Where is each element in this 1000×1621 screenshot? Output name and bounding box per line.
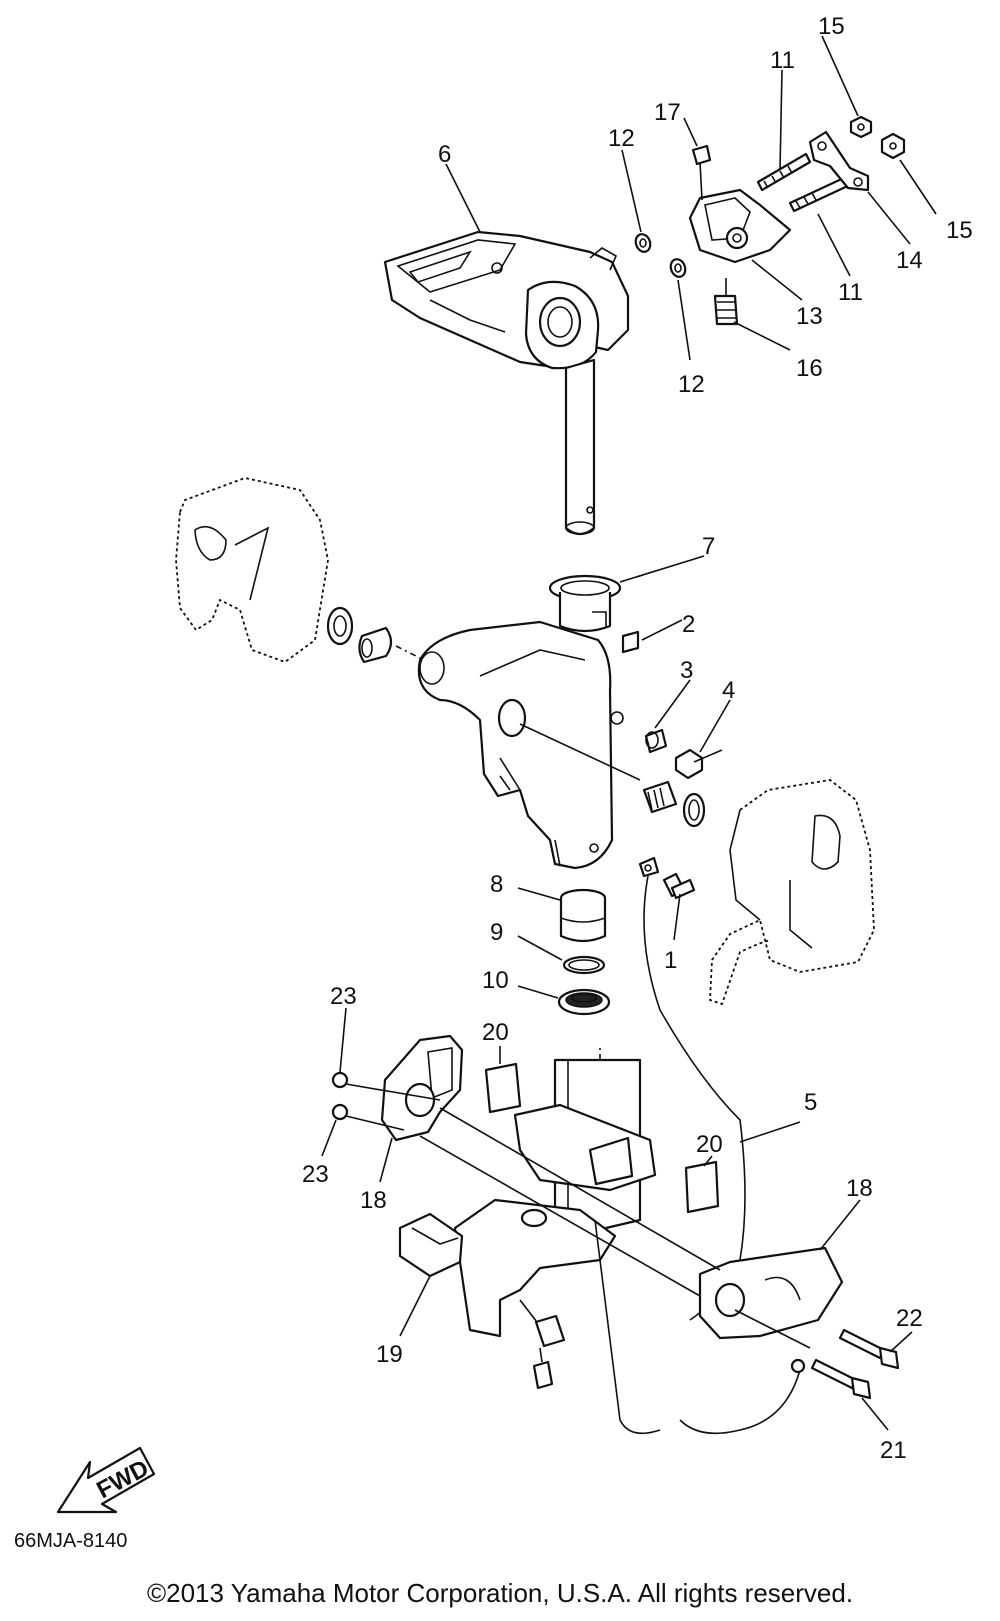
- top-hardware-group: [634, 115, 906, 326]
- callout-18a: 18: [360, 1187, 387, 1214]
- callout-19: 19: [376, 1341, 403, 1368]
- callout-13: 13: [796, 303, 823, 330]
- callout-9: 9: [490, 919, 503, 946]
- clamp-bracket-right-ghost: [709, 779, 875, 1006]
- callout-20b: 20: [696, 1131, 723, 1158]
- callout-21: 21: [880, 1437, 907, 1464]
- callout-11b: 11: [838, 279, 863, 306]
- callout-8: 8: [490, 871, 503, 898]
- bolt-group: [642, 728, 723, 828]
- callout-12a: 12: [608, 125, 635, 152]
- callout-14: 14: [896, 247, 923, 274]
- callout-15b: 15: [946, 217, 973, 244]
- callout-12b: 12: [678, 371, 705, 398]
- swivel-bracket-part: [417, 620, 641, 870]
- callout-18b: 18: [846, 1175, 873, 1202]
- callout-4: 4: [722, 677, 735, 704]
- callout-10: 10: [482, 967, 509, 994]
- callout-3: 3: [680, 657, 693, 684]
- callout-15a: 15: [818, 13, 845, 40]
- callout-23b: 23: [302, 1161, 329, 1188]
- callout-7: 7: [702, 533, 715, 560]
- ground-lead-part: [638, 856, 746, 1321]
- callout-23a: 23: [330, 983, 357, 1010]
- callout-22: 22: [896, 1305, 923, 1332]
- callout-2: 2: [682, 611, 695, 638]
- callout-11a: 11: [770, 47, 795, 74]
- callout-20a: 20: [482, 1019, 509, 1046]
- fwd-arrow-icon: FWD: [56, 1446, 156, 1514]
- lower-bushing-group: [557, 888, 611, 1016]
- callout-5: 5: [804, 1089, 817, 1116]
- callout-16: 16: [796, 355, 823, 382]
- clamp-bracket-ghost: [175, 477, 421, 664]
- callout-labels: 1 2 3 4 5 6 7 8 9 10 11 11 12 12 13 14 1…: [302, 13, 973, 1464]
- callout-6: 6: [438, 141, 451, 168]
- callout-17: 17: [654, 99, 681, 126]
- callout-1: 1: [664, 947, 677, 974]
- steering-arm-part: [383, 230, 630, 536]
- copyright-notice: ©2013 Yamaha Motor Corporation, U.S.A. A…: [146, 1578, 854, 1608]
- bushing-part: [548, 574, 640, 670]
- lower-mount-group: [331, 1034, 900, 1435]
- callout-leaders: [321, 35, 937, 1431]
- diagram-code: 66MJA-8140: [14, 1530, 128, 1552]
